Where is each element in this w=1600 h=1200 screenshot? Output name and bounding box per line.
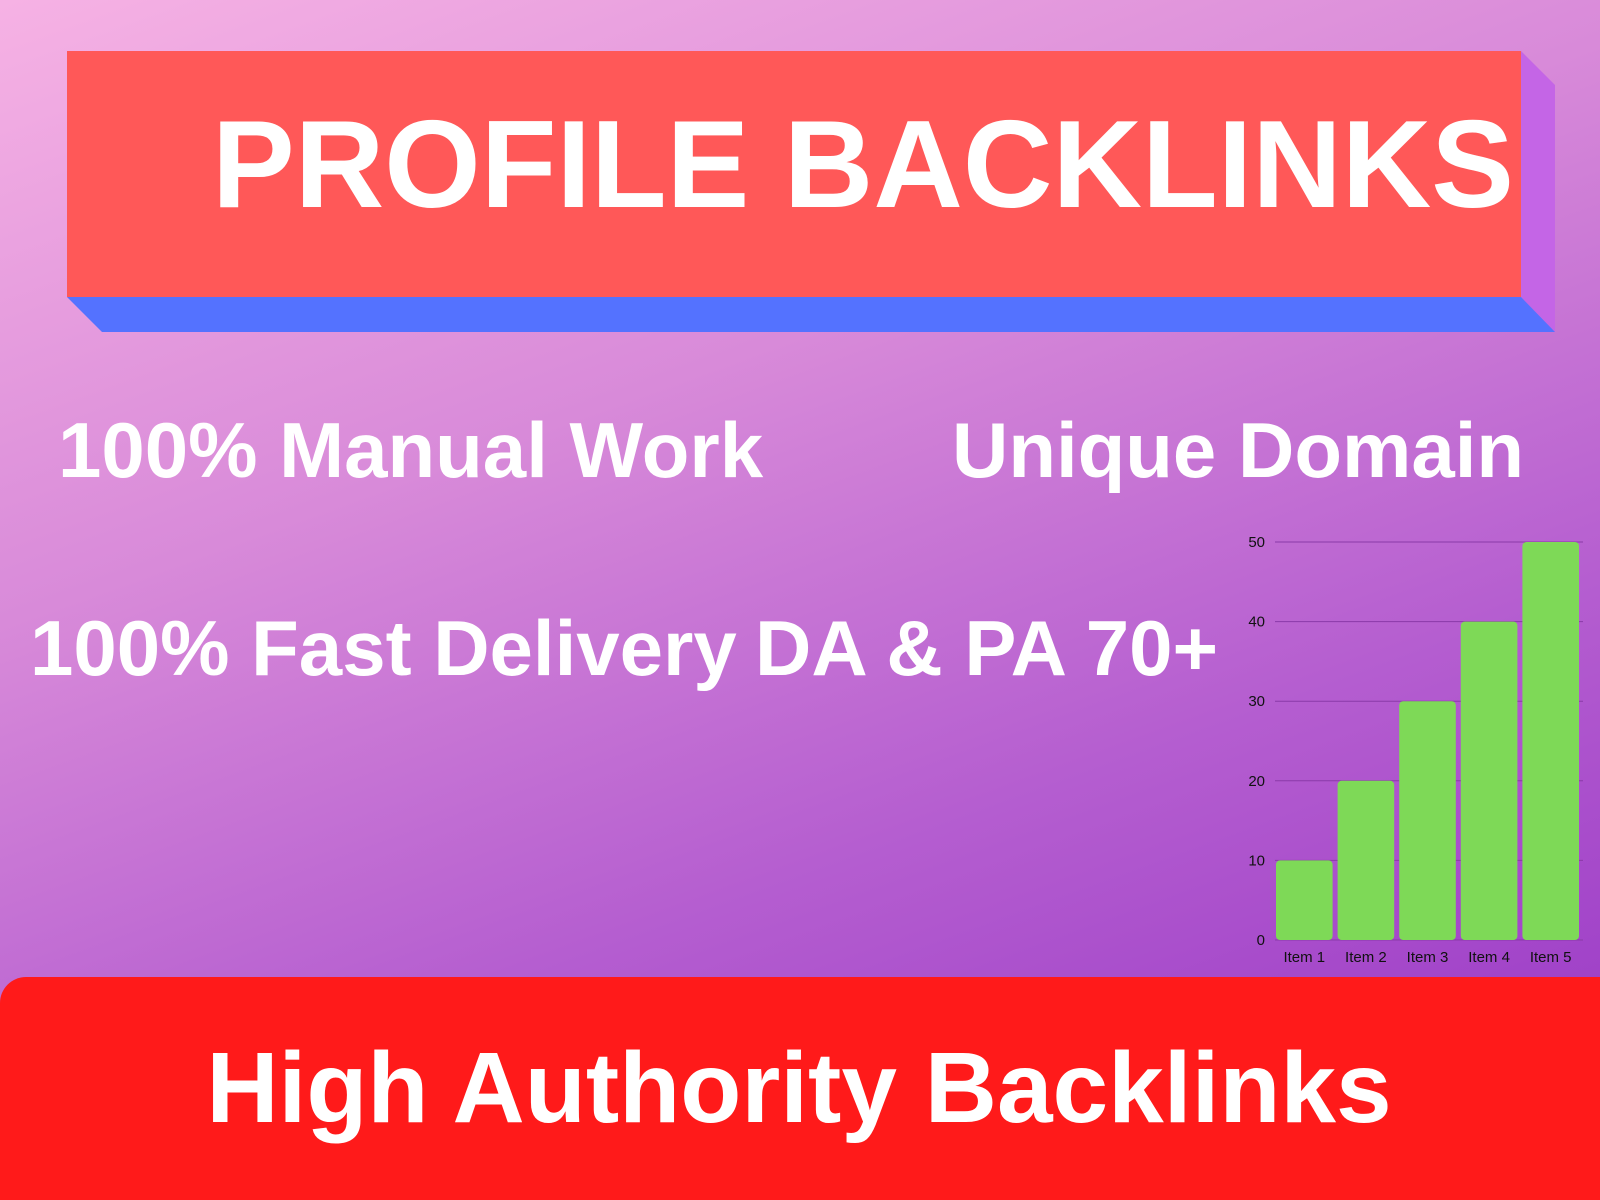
y-tick-label: 30: [1248, 693, 1265, 710]
banner-title: PROFILE BACKLINKS: [212, 96, 1514, 234]
bar: [1522, 542, 1579, 940]
feature-fast-delivery: 100% Fast Delivery: [30, 604, 737, 692]
bar: [1337, 780, 1395, 940]
footer-band: High Authority Backlinks: [0, 977, 1600, 1200]
x-tick-label: Item 2: [1345, 949, 1387, 966]
bar: [1276, 860, 1333, 940]
x-tick-label: Item 5: [1530, 949, 1572, 966]
bar: [1399, 701, 1456, 940]
bar: [1460, 621, 1518, 940]
feature-manual-work: 100% Manual Work: [58, 406, 764, 494]
banner-bottom: [67, 297, 1555, 332]
x-tick-label: Item 1: [1283, 949, 1325, 966]
feature-da-pa: DA & PA 70+: [755, 604, 1219, 692]
feature-unique-domain: Unique Domain: [952, 406, 1525, 494]
banner-face: [67, 51, 1521, 297]
x-tick-label: Item 4: [1468, 949, 1510, 966]
x-tick-label: Item 3: [1407, 949, 1449, 966]
y-tick-label: 40: [1248, 614, 1265, 631]
banner-side: [1521, 51, 1555, 332]
y-tick-label: 20: [1248, 773, 1265, 790]
footer-text: High Authority Backlinks: [206, 1032, 1392, 1144]
y-tick-label: 0: [1257, 932, 1265, 949]
y-tick-label: 50: [1248, 534, 1265, 551]
y-tick-label: 10: [1248, 852, 1265, 869]
